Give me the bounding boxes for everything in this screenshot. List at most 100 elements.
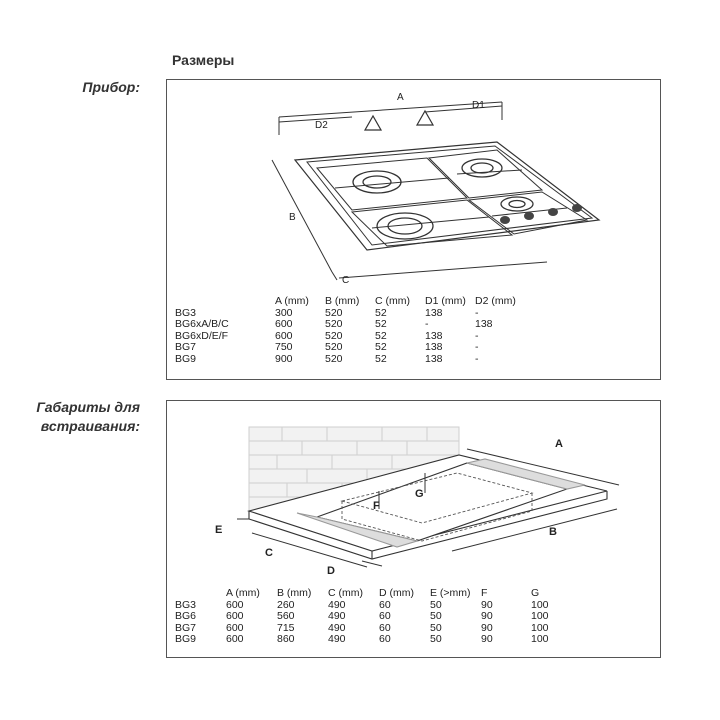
table-header-row: A (mm)B (mm)C (mm)D1 (mm)D2 (mm)	[175, 295, 525, 308]
dim-a-label: A	[397, 92, 404, 103]
value-cell: 600	[226, 598, 244, 611]
dim-f-label: F	[373, 500, 380, 512]
value-cell: 560	[277, 610, 295, 622]
value-cell: 100	[531, 610, 549, 622]
installation-panel: A B C D E F G A (mm)B (mm)C (mm)D (mm)E …	[166, 400, 661, 658]
column-header: F	[481, 587, 488, 599]
value-cell: -	[475, 306, 479, 319]
column-header: C (mm)	[328, 587, 363, 599]
value-cell: 60	[379, 610, 391, 622]
model-cell: BG6	[175, 610, 197, 622]
value-cell: 600	[275, 318, 293, 330]
value-cell: 600	[275, 329, 293, 342]
model-cell: BG9	[175, 633, 197, 645]
value-cell: 600	[226, 621, 244, 634]
installation-label: Габариты для встраивания:	[20, 398, 140, 436]
value-cell: 50	[430, 633, 442, 645]
appliance-label: Прибор:	[82, 79, 140, 95]
value-cell: 600	[226, 633, 244, 645]
value-cell: 138	[425, 329, 443, 342]
column-header: D2 (mm)	[475, 295, 516, 307]
value-cell: 138	[425, 352, 443, 365]
dim-c-label: C	[265, 547, 273, 559]
table-row: BG6xD/E/F 600 520 52 138 -	[175, 329, 525, 343]
value-cell: 520	[325, 306, 343, 319]
value-cell: 490	[328, 610, 346, 622]
model-cell: BG3	[175, 306, 197, 319]
dim-d-label: D	[327, 565, 335, 577]
value-cell: 490	[328, 621, 346, 634]
value-cell: 52	[375, 329, 387, 342]
value-cell: 100	[531, 633, 549, 645]
cutout-drawing: A B C D E F G	[215, 426, 620, 577]
dim-g-label: G	[415, 488, 424, 500]
table-row: BG6xA/B/C 600 520 52 - 138	[175, 318, 525, 331]
table-row: BG9 900 520 52 138 -	[175, 352, 525, 366]
dim-a-label: A	[555, 438, 563, 450]
model-cell: BG7	[175, 621, 197, 634]
value-cell: 520	[325, 352, 343, 365]
appliance-panel: A D1 D2 B C A (mm)B (mm)C (mm)D1 (mm)D2 …	[166, 79, 661, 380]
value-cell: 138	[475, 318, 493, 330]
value-cell: 520	[325, 318, 343, 330]
value-cell: 715	[277, 621, 295, 634]
value-cell: 50	[430, 610, 442, 622]
value-cell: 900	[275, 352, 293, 365]
value-cell: 138	[425, 306, 443, 319]
value-cell: -	[425, 318, 429, 330]
value-cell: 60	[379, 621, 391, 634]
value-cell: 138	[425, 341, 443, 353]
value-cell: 60	[379, 633, 391, 645]
value-cell: 490	[328, 598, 346, 611]
value-cell: 260	[277, 598, 295, 611]
table-row: BG3 300 520 52 138 -	[175, 306, 525, 320]
value-cell: 600	[226, 610, 244, 622]
warning-icon	[363, 109, 435, 131]
dim-b-label: B	[549, 526, 557, 538]
dim-b-label: B	[289, 212, 296, 223]
column-header: D1 (mm)	[425, 295, 466, 307]
column-header	[175, 588, 226, 600]
value-cell: 90	[481, 598, 493, 611]
value-cell: 490	[328, 633, 346, 645]
column-header: D (mm)	[379, 587, 414, 599]
value-cell: 90	[481, 633, 493, 645]
dim-d2-label: D2	[315, 120, 328, 131]
column-header: A (mm)	[275, 295, 309, 307]
value-cell: 90	[481, 621, 493, 634]
value-cell: 860	[277, 633, 295, 645]
value-cell: 60	[379, 598, 391, 611]
value-cell: 100	[531, 598, 549, 611]
dim-d1-label: D1	[472, 100, 485, 111]
column-header: G	[531, 587, 540, 599]
model-cell: BG6xA/B/C	[175, 318, 229, 330]
column-header: C (mm)	[375, 295, 410, 307]
value-cell: 750	[275, 341, 293, 353]
column-header: B (mm)	[277, 587, 312, 599]
value-cell: -	[475, 329, 479, 342]
value-cell: 50	[430, 598, 442, 611]
value-cell: 52	[375, 318, 387, 330]
value-cell: 520	[325, 329, 343, 342]
model-cell: BG9	[175, 352, 197, 365]
value-cell: 90	[481, 610, 493, 622]
value-cell: 520	[325, 341, 343, 353]
value-cell: 52	[375, 306, 387, 319]
value-cell: -	[475, 352, 479, 365]
value-cell: 52	[375, 352, 387, 365]
model-cell: BG3	[175, 598, 197, 611]
installation-label-line2: встраивания:	[40, 418, 140, 434]
dim-e-label: E	[215, 524, 222, 536]
dim-c-label: C	[342, 275, 349, 286]
hob-drawing: A D1 D2 B C	[271, 92, 601, 286]
model-cell: BG6xD/E/F	[175, 329, 229, 342]
column-header	[175, 296, 275, 308]
value-cell: 300	[275, 306, 293, 319]
section-heading: Размеры	[172, 52, 235, 68]
column-header: A (mm)	[226, 587, 260, 599]
value-cell: 100	[531, 621, 549, 634]
